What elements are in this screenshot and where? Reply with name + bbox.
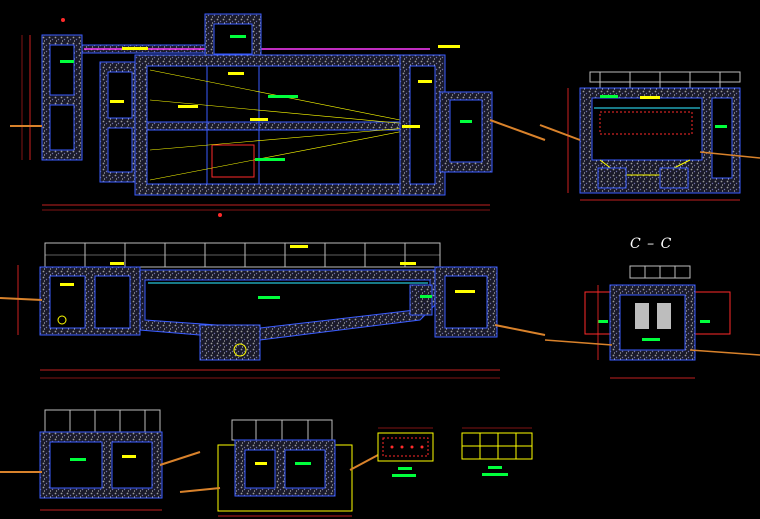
section-cc — [544, 265, 760, 379]
detail-grate-b — [461, 427, 533, 476]
detail-bottom-left — [0, 409, 201, 511]
section-top-right — [539, 71, 760, 201]
plan-view — [10, 13, 546, 217]
section-cc-title: C – C — [630, 236, 673, 252]
detail-bottom-center — [179, 419, 379, 517]
detail-grate-a — [377, 427, 434, 477]
long-section — [0, 242, 546, 379]
